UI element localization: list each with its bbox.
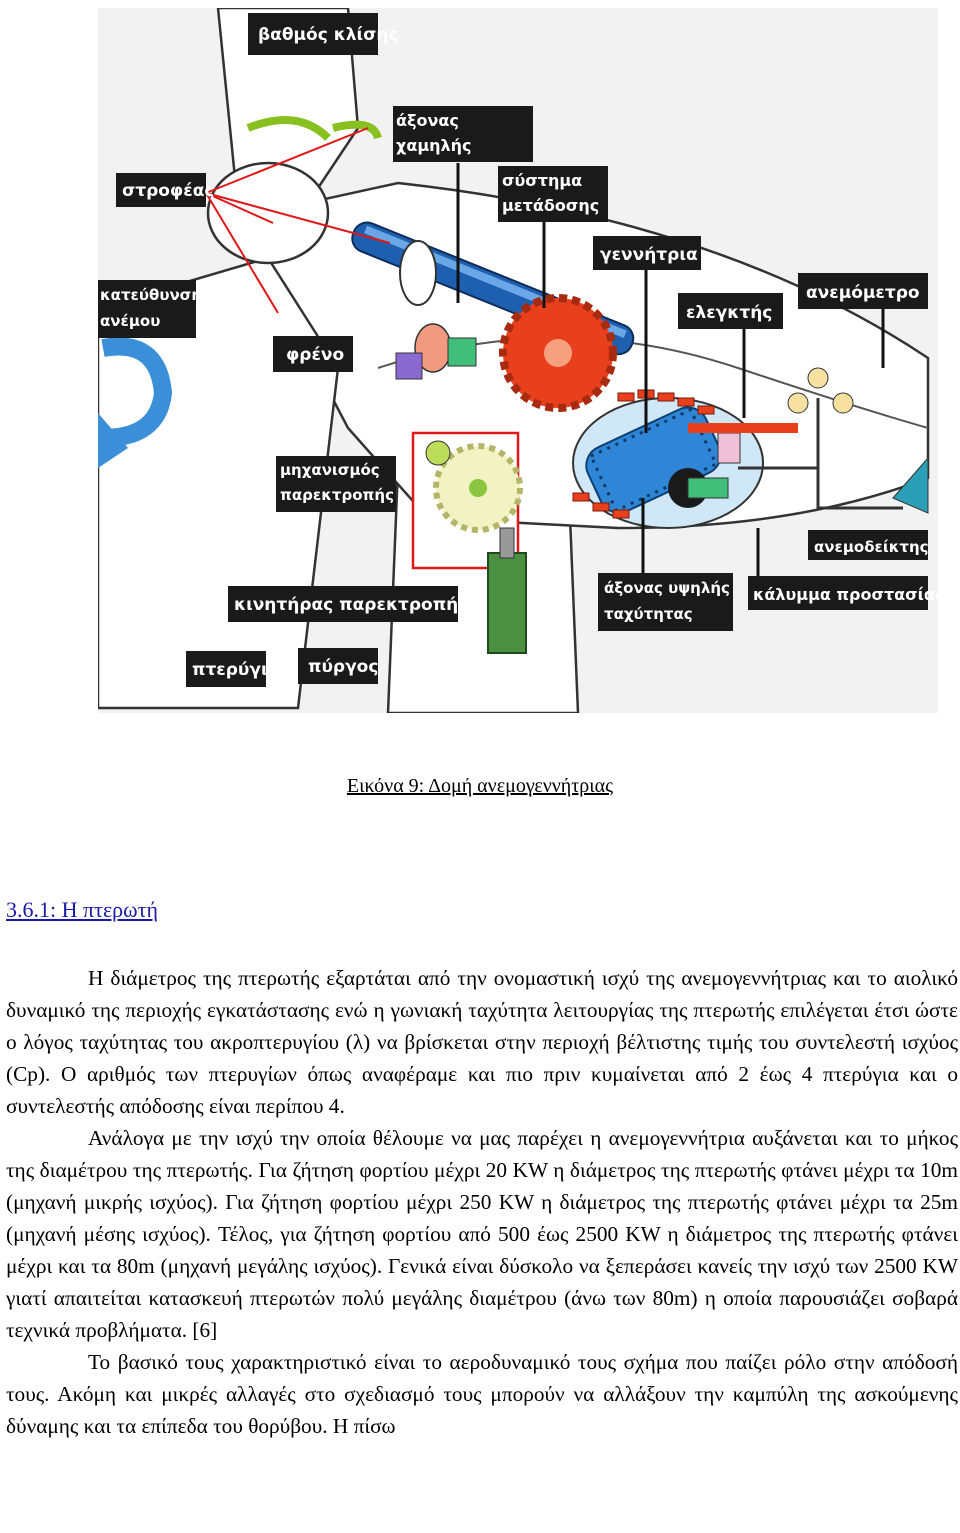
label-yaw-drive: μηχανισμός παρεκτροπής xyxy=(280,461,394,504)
nacelle-floor xyxy=(377,337,929,429)
label-box-rotor xyxy=(116,173,206,207)
wind-arrow-head xyxy=(98,413,128,468)
high-speed-shaft-shape xyxy=(687,477,729,499)
label-box-controller xyxy=(678,293,783,329)
anemometer-cup-1 xyxy=(807,367,829,389)
label-tower: πύργος xyxy=(308,657,378,677)
controller-strip xyxy=(688,423,798,433)
pitch-arrow-right xyxy=(332,120,382,140)
paragraph: Η διάμετρος της πτερωτής εξαρτάται από τ… xyxy=(6,966,958,1118)
hub-shape xyxy=(206,161,330,265)
label-boxes xyxy=(98,13,928,687)
yaw-gear-center xyxy=(469,479,487,497)
yaw-motor-shape xyxy=(487,552,527,654)
label-yaw-motor: κινητήρας παρεκτροπής xyxy=(234,595,468,615)
wind-vane-fin xyxy=(892,456,929,514)
figure-caption: Εικόνα 9: Δομή ανεμογεννήτριας xyxy=(0,775,960,798)
section-body: Η διάμετρος της πτερωτής εξαρτάται από τ… xyxy=(6,962,958,1442)
label-box-tower xyxy=(298,648,378,684)
figure-caption-text: Εικόνα 9: Δομή ανεμογεννήτριας xyxy=(346,775,614,797)
label-blade: πτερύγιο xyxy=(192,660,279,680)
wind-turbine-diagram: βαθμός κλίσης άξονας χαμηλής ταχύτητας σ… xyxy=(98,8,938,713)
label-box-low-speed-shaft xyxy=(393,106,533,162)
label-brake: φρένο xyxy=(286,345,344,365)
label-gearbox: σύστημα μετάδοσης xyxy=(502,171,600,215)
label-box-yaw-drive xyxy=(276,456,396,512)
leader-lines xyxy=(205,127,391,314)
label-rotor: στροφέας xyxy=(122,181,214,201)
label-box-pitch xyxy=(248,13,378,55)
label-box-brake xyxy=(273,336,353,372)
gear-center xyxy=(544,339,572,367)
label-box-generator xyxy=(593,236,701,270)
label-box-wind-vane xyxy=(808,530,928,560)
anemometer-mast xyxy=(738,398,903,510)
label-wind-direction: κατεύθυνση ανέμου xyxy=(100,286,196,330)
label-low-speed-shaft: άξονας χαμηλής ταχύτητας xyxy=(396,111,491,162)
label-box-gearbox xyxy=(498,166,608,222)
label-box-blade xyxy=(186,651,266,687)
paragraph: Το βασικό τους χαρακτηριστικό είναι το α… xyxy=(6,1350,958,1438)
yaw-pinion xyxy=(425,440,451,466)
controller-box xyxy=(717,432,741,464)
label-nacelle: κάλυμμα προστασίας xyxy=(753,585,938,604)
label-box-high-speed-shaft xyxy=(598,573,733,631)
label-box-nacelle xyxy=(748,576,928,610)
label-generator: γεννήτρια xyxy=(600,245,698,265)
label-wind-vane: ανεμοδείκτης xyxy=(814,538,929,556)
yaw-motor-shaft xyxy=(499,527,515,559)
label-anemometer: ανεμόμετρο xyxy=(806,283,920,303)
label-box-yaw-motor xyxy=(228,586,458,622)
brake-block xyxy=(395,352,423,380)
shaft-bearing xyxy=(399,240,437,306)
label-pitch: βαθμός κλίσης xyxy=(258,25,399,45)
pitch-arrow-left xyxy=(246,116,331,141)
anemometer-cup-3 xyxy=(787,392,809,414)
label-controller: ελεγκτής xyxy=(686,303,772,323)
brake-caliper xyxy=(447,337,477,367)
label-box-wind-direction xyxy=(98,280,196,338)
wind-arrow xyxy=(101,337,173,447)
wind-turbine-illustration: βαθμός κλίσης άξονας χαμηλής ταχύτητας σ… xyxy=(98,8,938,713)
label-high-speed-shaft: άξονας υψηλής ταχύτητας xyxy=(604,579,730,623)
section-heading[interactable]: 3.6.1: Η πτερωτή xyxy=(6,897,158,922)
anemometer-cup-2 xyxy=(832,392,854,414)
label-box-anemometer xyxy=(798,273,928,309)
paragraph: Ανάλογα με την ισχύ την οποία θέλουμε να… xyxy=(6,1126,959,1342)
